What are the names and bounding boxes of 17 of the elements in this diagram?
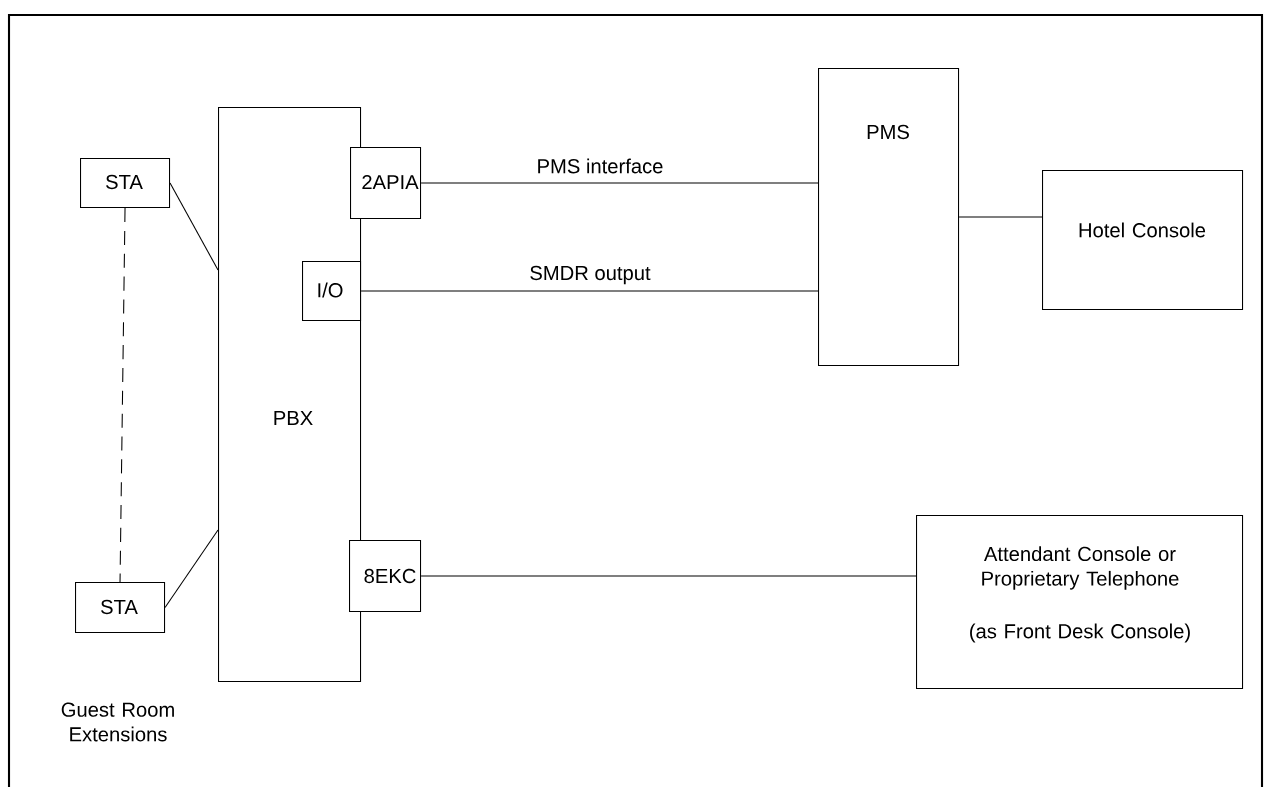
sta-box: STA — [80, 158, 171, 209]
line — [420, 182, 819, 184]
line — [958, 216, 1043, 218]
line — [169, 182, 219, 271]
box: Hotel Console — [1042, 170, 1244, 311]
caption-text: Guest Room Extensions — [61, 702, 174, 742]
sta-box: STA — [75, 582, 166, 634]
box: Attendant Console or Proprietary Telephone (as Front Desk Console) — [916, 515, 1244, 690]
box: PMS — [818, 68, 960, 367]
line — [420, 575, 917, 577]
box: 2APIA — [350, 147, 422, 220]
box: 8EKC — [349, 540, 422, 613]
line — [360, 290, 819, 292]
line — [164, 529, 219, 609]
box: I/O — [302, 261, 362, 322]
edge-label: PMS interface — [538, 158, 663, 174]
edge-label: SMDR output — [530, 265, 651, 285]
